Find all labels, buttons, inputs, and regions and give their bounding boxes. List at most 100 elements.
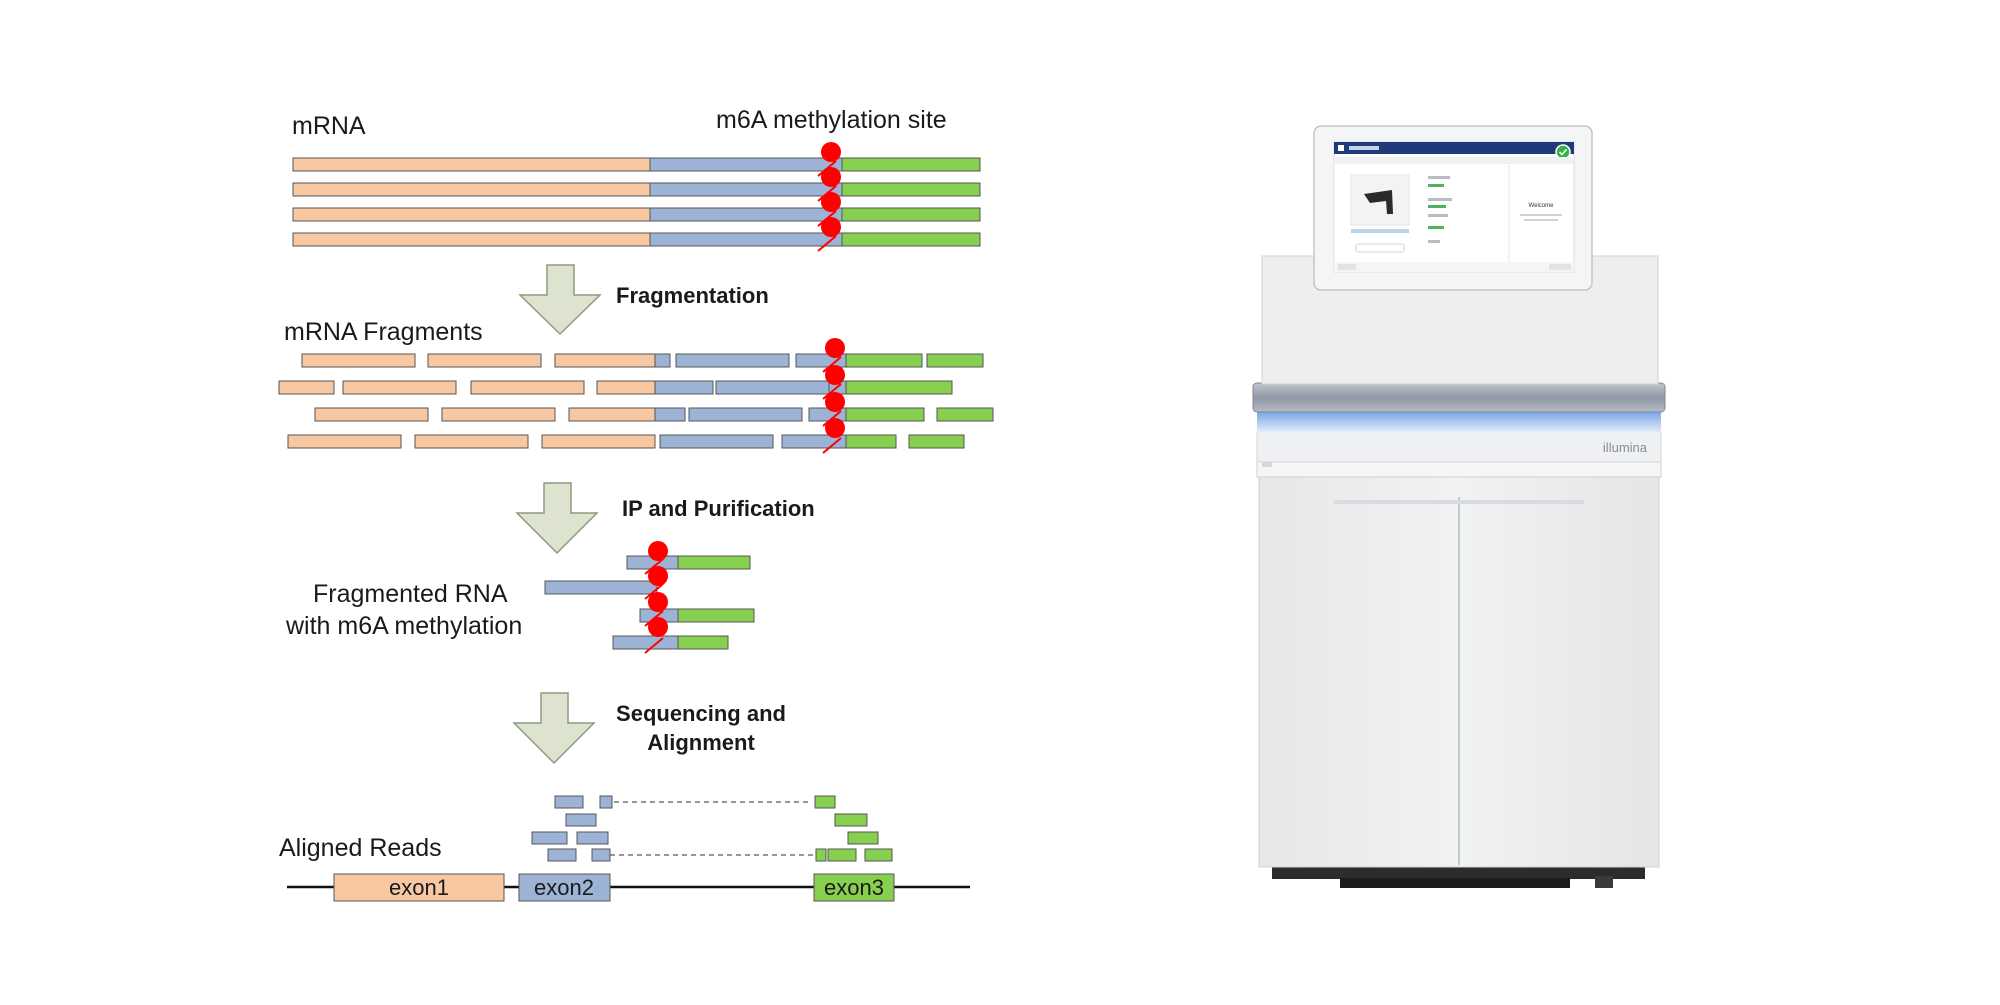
fragment [845,380,953,395]
app-icon [1338,145,1344,151]
screen-text-line [1428,205,1446,208]
m6a-site-label: m6A methylation site [716,106,947,134]
screen-text-line [1428,214,1448,217]
ip-fragments [544,555,755,650]
screen-footer [1334,262,1574,272]
fragment [926,353,984,368]
fragment [845,407,925,422]
screen-footer-button [1338,264,1356,270]
fragment [715,380,830,395]
fragment [541,434,656,449]
fragment [845,434,897,449]
down-arrow-icon [512,692,596,765]
mrna-row-2 [292,182,981,197]
methylation-mark [822,338,845,373]
methylation-marks-ip [644,541,668,654]
flow-cell-door-band [1252,382,1666,413]
fragment [654,407,686,422]
methylation-mark [817,217,841,252]
instrument-foot [1595,876,1613,888]
fragment-row-3 [314,407,994,422]
fragment [659,434,774,449]
screen-text-line [1428,176,1450,179]
methylation-marks-fragments [822,338,845,454]
exon1-box [333,873,505,902]
fragment [314,407,429,422]
fragment [677,608,755,623]
fragment [342,380,457,395]
sequencer-instrument: illumina W [1252,125,1666,888]
check-icon [1555,144,1571,160]
screen-text-line [1520,214,1562,216]
fragment [596,380,656,395]
mrna-fragments-label: mRNA Fragments [284,318,483,346]
fragmented-rna-label-line1: Fragmented RNA [313,580,508,608]
screen-button [1355,243,1405,253]
aligned-reads [531,795,893,862]
exon2-segment [649,157,843,172]
cabinet-shelf [1256,461,1662,478]
methylation-mark [822,365,845,400]
down-arrow-icon [518,264,602,336]
gene-model: exon1 exon2 exon3 [287,873,970,902]
fragment [675,353,790,368]
fragment [654,353,671,368]
status-light-bar [1257,410,1661,434]
read [554,795,584,809]
mrna-row-3 [292,207,981,222]
door-handle-recess [1334,500,1584,504]
read [591,848,611,862]
fragment-row-1 [301,353,984,368]
exon3-segment [841,157,981,172]
step-sequencing-line1: Sequencing and [616,701,786,726]
m6a-seq-workflow-diagram: mRNA m6A methylation site [278,106,994,902]
fragment [544,580,658,595]
exon3-segment [841,232,981,247]
brand-logo: illumina [1603,440,1648,455]
check-mark [1558,148,1568,156]
fragment [677,555,751,570]
exon1-label: exon1 [389,875,449,900]
instrument-base [1272,865,1645,879]
methylation-mark [644,541,668,575]
aligned-reads-label: Aligned Reads [279,834,442,862]
read [547,848,577,862]
read [599,795,613,809]
mrna-row-4 [292,232,981,247]
exon1-segment [292,232,651,247]
exon1-segment [292,157,651,172]
read [834,813,868,827]
exon3-segment [841,182,981,197]
screen-text-line [1524,219,1558,221]
fragment [654,380,714,395]
read [565,813,597,827]
fragment [908,434,965,449]
read [576,831,609,845]
exon2-box [518,873,611,902]
mrna-label: mRNA [292,112,366,140]
screen-tabs [1334,157,1574,164]
screen-title [1349,146,1379,150]
exon3-label: exon3 [824,875,884,900]
touchscreen-monitor: Welcome [1313,125,1593,291]
exon2-label: exon2 [534,875,594,900]
fragment [278,380,335,395]
read [827,848,857,862]
fragment [470,380,585,395]
methylation-mark [644,617,668,654]
methylation-mark [822,418,845,454]
fragment [427,353,542,368]
instrument-foot [1340,878,1570,888]
read [531,831,568,845]
methylation-mark [644,566,668,600]
exon2-segment [649,232,843,247]
read [847,831,879,845]
screen-header-bar [1334,142,1574,154]
methylation-marks-mrna [817,142,841,252]
exon3-box [813,873,895,902]
screen-footer-button [1549,264,1571,270]
fragment [936,407,994,422]
screen-welcome-text: Welcome [1529,203,1555,209]
fragment [677,635,729,650]
step-sequencing-line2: Alignment [647,730,755,755]
